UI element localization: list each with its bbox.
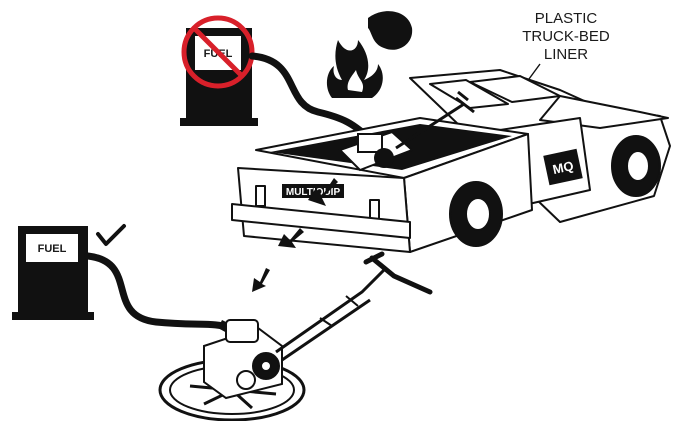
allowed-pump-label: FUEL <box>38 243 67 255</box>
power-trowel-on-ground <box>158 251 433 421</box>
prohibited-fuel-pump: FUEL <box>180 15 384 152</box>
prohibited-icon <box>181 15 255 89</box>
prohibited-slash <box>192 26 244 78</box>
trowel-fuel-tank <box>225 319 259 343</box>
callout-line-3: LINER <box>544 46 588 63</box>
truck-bumper <box>231 203 411 239</box>
allowed-fuel-pump: FUEL <box>12 224 242 338</box>
trowel-gear <box>236 370 256 390</box>
fuel-hose-top <box>248 52 376 144</box>
trowel-handle-shaft-2 <box>281 298 371 362</box>
door-logo: MQ <box>551 158 575 177</box>
trowel-handle-grip <box>363 251 433 295</box>
checkmark-icon <box>96 224 126 246</box>
pump-label-window-allowed <box>26 234 78 262</box>
fire-hazard-blob <box>368 11 413 50</box>
arrow-from-bed <box>308 178 338 206</box>
arrow-icon <box>252 178 338 292</box>
tail-light-right <box>369 199 380 221</box>
door-logo-badge <box>543 148 583 186</box>
pickup-truck: MQ MULTIQUIP <box>231 69 671 253</box>
callout-line-2: TRUCK-BED <box>522 28 610 45</box>
fuel-hose-bottom <box>84 252 234 332</box>
rear-wheel-hub <box>465 197 491 231</box>
tail-light-left <box>255 185 266 207</box>
fire-icon <box>326 11 413 98</box>
trowel-in-truck-bed <box>338 90 475 172</box>
pump-base-allowed <box>12 312 94 320</box>
callout-line-1: PLASTIC <box>535 10 598 27</box>
trowel-handle-brace <box>319 295 359 327</box>
trowel-handle-shaft <box>275 268 386 354</box>
arrow-to-ground <box>252 268 270 292</box>
arrow-from-tailgate <box>278 228 304 248</box>
pump-base <box>180 118 258 126</box>
front-wheel-hub <box>626 150 650 182</box>
